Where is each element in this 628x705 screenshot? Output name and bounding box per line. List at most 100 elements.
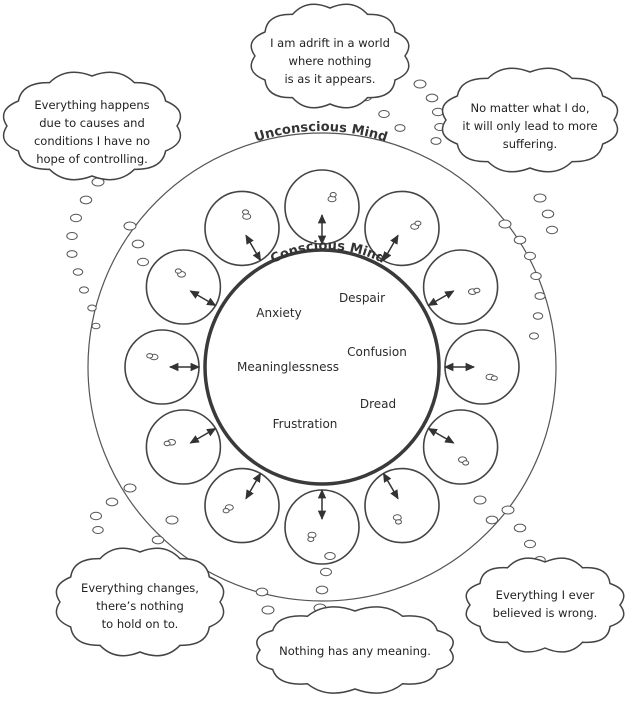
trail-bubble (529, 332, 539, 340)
trail-bubble (501, 505, 515, 515)
cloud-shape (465, 557, 625, 653)
small-bubble (146, 353, 154, 359)
cloud-text-line: there’s nothing (96, 599, 184, 613)
trail-bubble (473, 495, 487, 505)
trail-bubble (123, 483, 137, 493)
trail-bubble (87, 304, 97, 312)
double-arrow (382, 234, 399, 262)
unconscious-mind-ring (87, 132, 557, 602)
cloud-text-line: due to causes and (39, 116, 145, 130)
trail-bubble (532, 312, 544, 320)
label-confusion: Confusion (347, 345, 407, 359)
trail-bubble (534, 292, 546, 300)
trail-bubble (513, 523, 527, 533)
double-arrow (245, 234, 262, 262)
cloud-text-line: is as it appears. (284, 72, 375, 86)
trail-bubble (546, 225, 558, 235)
cloud-text-line: Everything I ever (496, 588, 595, 602)
small-bubble (473, 287, 481, 294)
cloud-text-line: hope of controlling. (36, 152, 148, 166)
small-circle (204, 190, 280, 267)
trail-bubble (137, 257, 149, 267)
unconscious-mind-label: Unconscious Mind (253, 120, 390, 146)
trail-bubble (513, 235, 527, 245)
cloud-text-line: Nothing has any meaning. (279, 644, 431, 658)
cloud-text-line: conditions I have no (34, 134, 150, 148)
cloud-text-line: Everything happens (34, 98, 149, 112)
double-arrow (382, 472, 399, 500)
double-arrow (427, 290, 455, 307)
double-arrow (189, 427, 217, 444)
small-circle (204, 467, 280, 544)
cloud-shape (2, 71, 182, 181)
small-circle (422, 409, 499, 485)
trail-bubble (261, 605, 275, 615)
trail-bubble (105, 497, 119, 507)
trail-bubble (151, 535, 165, 545)
small-bubble (395, 519, 402, 525)
small-bubble (329, 192, 337, 198)
cloud-text-line: suffering. (503, 137, 557, 151)
trail-bubble (394, 124, 406, 132)
trail-bubble (255, 587, 269, 597)
trail-bubble (91, 322, 101, 330)
label-anxiety: Anxiety (256, 306, 301, 320)
small-bubble (174, 268, 182, 274)
cloud-shape (250, 3, 410, 109)
small-circle (364, 467, 440, 544)
trail-bubble (320, 567, 332, 577)
small-circle (145, 409, 222, 485)
cloud-no-matter: No matter what I do, it will only lead to… (441, 67, 619, 173)
trail-bubble (378, 109, 390, 119)
trail-bubble (324, 551, 336, 561)
small-bubble (490, 375, 498, 381)
conscious-mind-circle (203, 248, 441, 486)
trail-bubble (524, 539, 536, 549)
trail-bubble (413, 79, 427, 89)
cloud-text-line: No matter what I do, (471, 101, 590, 115)
cloud-text-line: where nothing (289, 54, 372, 68)
small-circle (422, 249, 499, 325)
trail-bubble (315, 585, 329, 595)
cloud-text-line: it will only lead to more (462, 119, 597, 133)
trail-bubble (165, 515, 179, 525)
cloud-text-line: believed is wrong. (493, 606, 598, 620)
small-circle (145, 249, 222, 325)
trail-bubble (498, 219, 512, 229)
cloud-text-line: Everything changes, (81, 581, 199, 595)
double-arrow (245, 472, 262, 500)
trail-bubble (90, 511, 102, 521)
trail-bubble (485, 515, 499, 525)
small-bubble (222, 508, 230, 514)
trail-bubble (131, 239, 145, 249)
trail-bubble (79, 286, 89, 294)
cloud-causes: Everything happens due to causes and condi… (2, 71, 182, 181)
trail-bubble (72, 268, 84, 276)
cloud-text-line: I am adrift in a world (270, 36, 390, 50)
cloud-shape (55, 547, 225, 657)
trail-bubble (530, 271, 542, 281)
thought-trails (66, 53, 558, 615)
arrow-group (168, 213, 476, 521)
label-frustration: Frustration (273, 417, 338, 431)
cloud-meaning: Nothing has any meaning. (256, 606, 454, 694)
trail-bubble (70, 213, 82, 223)
label-dread: Dread (360, 397, 396, 411)
trail-bubble (533, 193, 547, 203)
cloud-shape (441, 67, 619, 173)
trail-bubble (66, 250, 78, 258)
trail-bubble (79, 195, 93, 205)
cloud-adrift: I am adrift in a world where nothing is as… (250, 3, 410, 109)
small-bubble (242, 209, 249, 215)
trail-bubble (123, 221, 137, 231)
small-bubble (163, 440, 171, 447)
cloud-believed: Everything I ever believed is wrong. (465, 557, 625, 653)
cloud-shape (256, 606, 454, 694)
label-despair: Despair (339, 291, 385, 305)
thought-clouds: I am adrift in a world where nothing is as… (2, 3, 625, 694)
double-arrow (189, 290, 217, 307)
trail-bubble (541, 209, 555, 219)
small-bubble (462, 460, 470, 466)
